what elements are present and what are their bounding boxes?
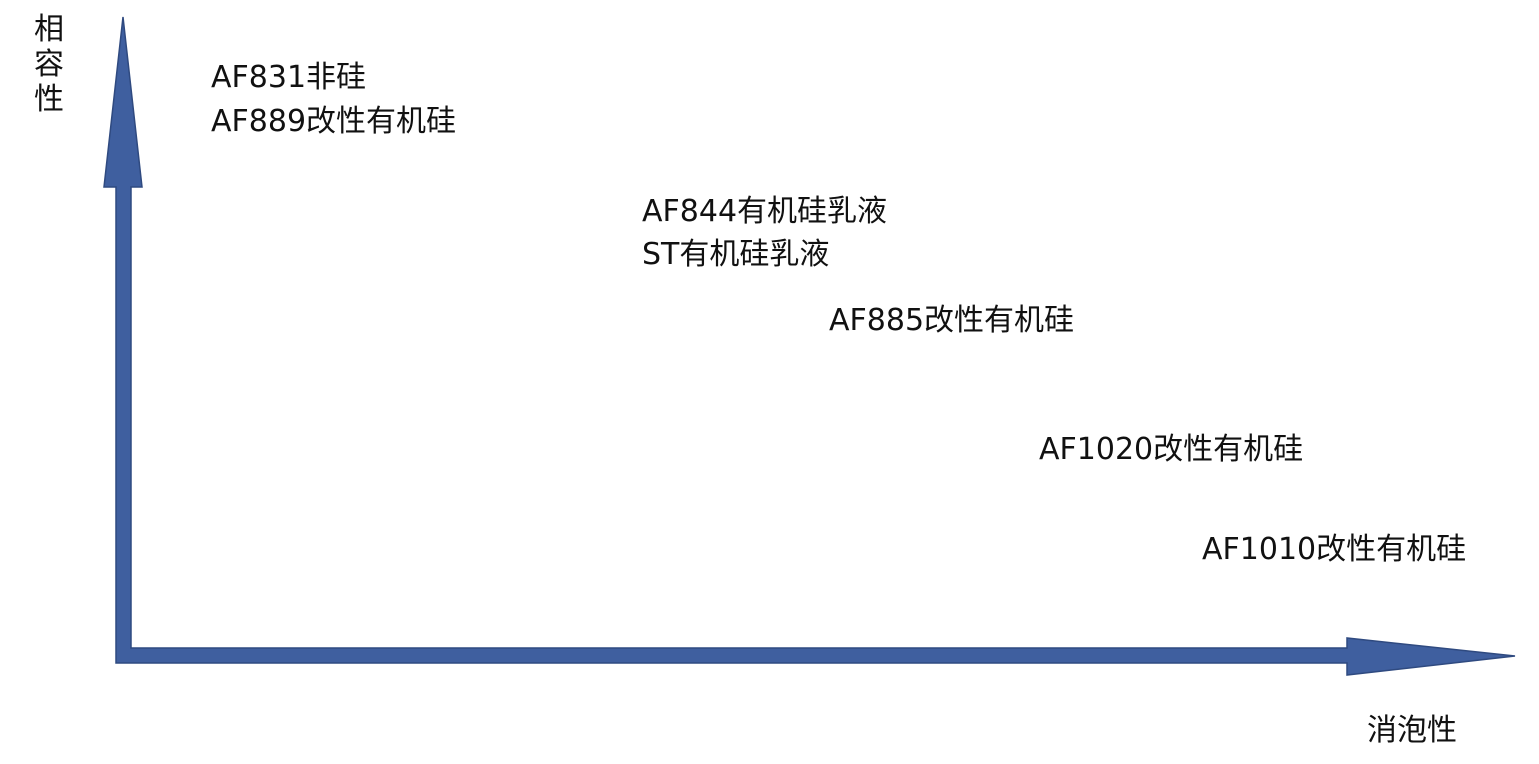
product-label: AF831非硅 <box>211 60 367 95</box>
product-label-af885: AF885改性有机硅 <box>829 303 1075 338</box>
y-axis-label-char: 容 <box>34 47 64 82</box>
x-axis-label: 消泡性 <box>1367 713 1457 748</box>
y-axis-label-char: 性 <box>34 82 64 117</box>
y-axis-label-char: 相 <box>34 12 64 47</box>
y-axis-label: 相 容 性 <box>32 12 66 117</box>
product-label: AF889改性有机硅 <box>211 104 457 139</box>
product-label-af1010: AF1010改性有机硅 <box>1202 532 1467 567</box>
y-axis-arrow <box>103 16 1516 676</box>
product-label-af1020: AF1020改性有机硅 <box>1039 432 1304 467</box>
product-label: ST有机硅乳液 <box>642 237 830 272</box>
product-label: AF844有机硅乳液 <box>642 194 888 229</box>
